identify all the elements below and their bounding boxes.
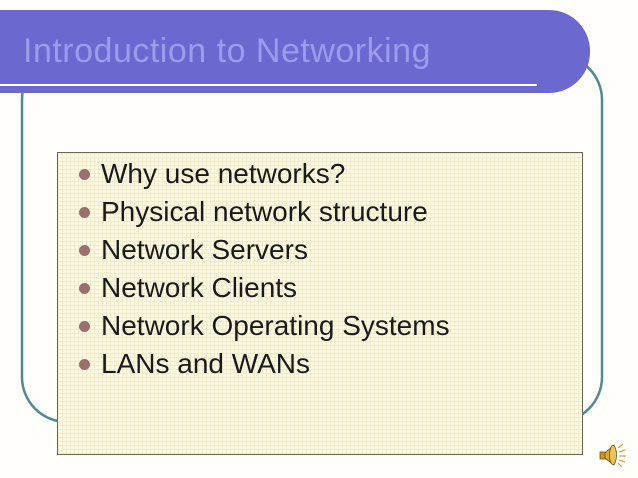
bullet-icon xyxy=(79,206,90,218)
bullet-list: Why use networks? Physical network struc… xyxy=(58,153,582,383)
title-underline xyxy=(0,84,537,86)
bullet-icon xyxy=(79,320,90,332)
list-item: LANs and WANs xyxy=(58,345,582,383)
bullet-text: LANs and WANs xyxy=(101,348,311,379)
list-item: Network Operating Systems xyxy=(58,307,582,345)
speaker-bell xyxy=(609,445,617,465)
speaker-icon[interactable] xyxy=(596,440,628,470)
bullet-text: Physical network structure xyxy=(101,196,428,227)
list-item: Network Clients xyxy=(58,269,582,307)
bullet-icon xyxy=(79,358,90,370)
slide-title: Introduction to Networking xyxy=(23,32,431,70)
bullet-text: Network Servers xyxy=(101,234,308,265)
bullet-text: Why use networks? xyxy=(101,158,346,189)
bullet-text: Network Clients xyxy=(101,272,298,303)
list-item: Why use networks? xyxy=(58,155,582,193)
bullet-icon xyxy=(79,168,90,180)
title-banner: Introduction to Networking xyxy=(0,10,590,93)
bullet-icon xyxy=(79,244,90,256)
bullet-icon xyxy=(79,282,90,294)
content-panel: Why use networks? Physical network struc… xyxy=(57,152,583,455)
sound-waves xyxy=(617,443,626,468)
list-item: Network Servers xyxy=(58,231,582,269)
list-item: Physical network structure xyxy=(58,193,582,231)
bullet-text: Network Operating Systems xyxy=(101,310,450,341)
